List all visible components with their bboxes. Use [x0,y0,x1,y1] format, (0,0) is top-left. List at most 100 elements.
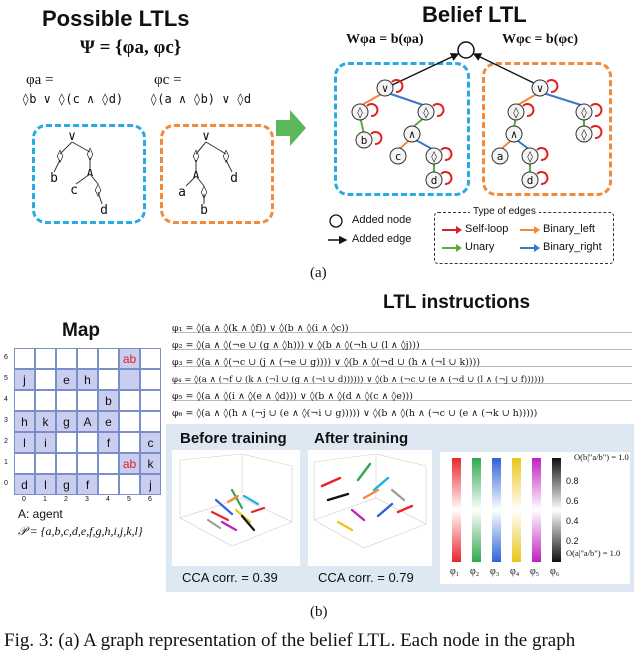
map-cell [140,348,161,369]
belief-c-node-4: ◊ [581,128,588,141]
map-cell [119,390,140,411]
map-row-label: 4 [4,396,8,403]
map-row-label: 3 [4,417,8,424]
map-cell: l [14,432,35,453]
belief-a-node-2: ◊ [423,106,430,119]
colorbar-tick-3: 0.2 [566,536,579,546]
instruction-3: φ₃ = ◊(a ∧ ◊(¬c ∪ (j ∧ (¬e ∪ g)))) ∨ ◊(b… [172,357,481,368]
map-cell: c [140,432,161,453]
instruction-2: φ₂ = ◊(a ∧ ◊(¬e ∪ (g ∧ ◊h))) ∨ ◊(b ∧ ◊(¬… [172,340,420,351]
colorbar-tick-1: 0.6 [566,496,579,506]
belief-c-box [482,62,612,196]
belief-a-node-4: ∧ [409,128,416,141]
edge-type-title: Type of edges [470,206,539,217]
colorbar-label-1: φ₁ [450,566,460,577]
belief-c-node-2: ◊ [513,106,520,119]
added-node-icon [329,214,343,228]
proposition-set: 𝒫 = {a,b,c,d,e,f,g,h,i,j,k,l} [18,524,143,538]
phi-c-formula: ◊(a ∧ ◊b) ∨ ◊d [150,92,252,106]
belief-a-node-6: ◊ [431,150,438,163]
belief-a-node-3: b [361,134,368,147]
map-col-label: 6 [148,496,152,503]
possible-ltls-title: Possible LTLs [42,6,190,31]
tree-a-node-6: ◊ [94,183,102,198]
map-cell [119,369,140,390]
before-training-plot [172,450,300,566]
map-cell: i [35,432,56,453]
colorbar-phi3 [492,458,501,562]
instruction-1: φ₁ = ◊(a ∧ ◊(k ∧ ◊f)) ∨ ◊(b ∧ ◊(i ∧ ◊c)) [172,323,349,334]
phi-a-label: φa = [26,72,54,88]
colorbar-bottom-label: O(a|"a/b") = 1.0 [566,548,621,558]
belief-ltl-title: Belief LTL [422,2,527,27]
legend-added-edge: Added edge [352,233,412,245]
weight-a-label: Wφa = b(φa) [346,32,424,47]
map-cell: j [140,474,161,495]
tree-c-node-6: ◊ [200,185,208,200]
map-cell [56,432,77,453]
map-row-label: 0 [4,480,8,487]
map-cell [35,369,56,390]
tree-a-node-5: c [70,183,78,198]
colorbar-label-6: φ₆ [550,566,560,577]
belief-c-node-1: ∨ [537,82,544,95]
map-cell [56,390,77,411]
tree-c-node-4: d [230,171,238,186]
map-row-label: 2 [4,438,8,445]
map-cell [35,390,56,411]
ltl-instructions-title: LTL instructions [383,292,531,313]
map-cell: b [98,390,119,411]
map-row-label: 5 [4,375,8,382]
legend-added-node: Added node [352,214,412,226]
colorbar-label-3: φ₃ [490,566,500,577]
tree-a-node-7: d [100,203,108,218]
map-cell: h [77,369,98,390]
weight-c-label: Wφc = b(φc) [502,32,578,47]
map-col-label: 4 [106,496,110,503]
belief-a-box [334,62,470,196]
tree-a-node-3: b [50,171,58,186]
map-col-label: 2 [64,496,68,503]
colorbar-phi4 [512,458,521,562]
transform-arrow-icon [276,110,306,146]
map-cell [56,453,77,474]
after-training-title: After training [314,430,409,447]
colorbar-label-4: φ₄ [510,566,520,577]
map-row-label: 6 [4,354,8,361]
edge-type-unary: Unary [465,241,495,253]
map-cell: f [77,474,98,495]
tree-a-node-0: ∨ [68,129,76,144]
map-cell [98,369,119,390]
colorbar-top-label: O(b|"a/b") = 1.0 [574,452,629,462]
after-cca-corr: CCA corr. = 0.79 [318,570,414,585]
map-cell [119,411,140,432]
map-col-label: 5 [127,496,131,503]
tree-a-node-1: ◊ [56,149,64,164]
figure-caption: Fig. 3: (a) A graph representation of th… [4,630,576,651]
tree-a-node-2: ◊ [86,147,94,162]
caption-a: (a) [310,265,327,281]
tree-a-node-4: ∧ [86,165,94,180]
belief-c-node-3: ∧ [511,128,518,141]
tree-c-box [160,124,274,224]
map-cell: e [98,411,119,432]
map-cell: f [98,432,119,453]
edge-type-binary-right: Binary_right [543,241,602,253]
before-cca-corr: CCA corr. = 0.39 [182,570,278,585]
colorbar-label-5: φ₅ [530,566,540,577]
caption-b: (b) [310,604,328,620]
edge-type-binary-left: Binary_left [543,223,595,235]
map-cell [14,390,35,411]
map-cell: l [35,474,56,495]
instruction-4: φ₄ = ◊(a ∧ (¬f ∪ (k ∧ (¬l ∪ (g ∧ (¬i ∪ d… [172,375,545,385]
colorbar-tick-0: 0.8 [566,476,579,486]
map-row-label: 1 [4,459,8,466]
tree-c-node-1: ◊ [192,149,200,164]
map-cell: g [56,411,77,432]
map-cell: h [14,411,35,432]
instruction-6: φ₆ = ◊(a ∧ ◊(h ∧ (¬j ∪ (e ∧ ◊(¬i ∪ g))))… [172,408,538,419]
map-cell [77,348,98,369]
belief-graph-diagram: ◊ ∨ ◊ b ∧ c ◊ d ◊ ∨ ◊ ∧ ◊ a ◊ d [351,41,603,189]
map-cell: A [77,411,98,432]
map-cell [140,390,161,411]
